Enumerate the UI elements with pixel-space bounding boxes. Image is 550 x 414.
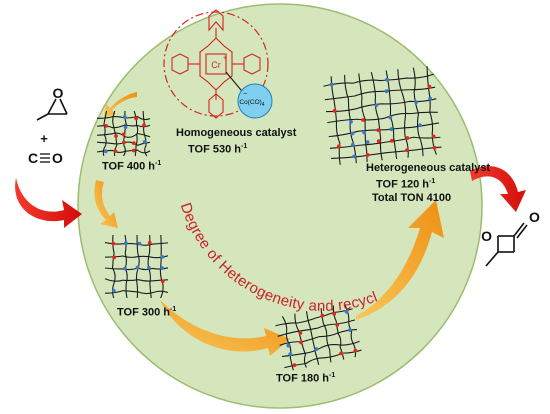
tof-400-label: TOF 400 h-1	[102, 160, 162, 173]
cobalt-carbonyl-charge: −	[243, 91, 247, 98]
epoxide-oxygen: O	[53, 85, 64, 101]
tof-180-label: TOF 180 h-1	[276, 372, 336, 385]
arrow-homogeneous-to-400	[104, 92, 137, 118]
inlet-arrow	[15, 178, 82, 228]
lactone-ketone-oxygen: O	[529, 209, 540, 225]
cr-charge: +	[223, 55, 227, 62]
total-ton: Total TON 4100	[372, 192, 452, 204]
co-oxygen: O	[52, 150, 63, 166]
outlet-arrow	[470, 166, 526, 212]
heterogeneous-title: Heterogeneous catalyst	[366, 162, 491, 174]
heterogeneous-tof: TOF 120 h-1	[376, 178, 436, 191]
arrow-300-to-180	[160, 300, 290, 356]
cr-metal: Cr	[211, 60, 221, 70]
homogeneous-title: Homogeneous catalyst	[176, 127, 297, 139]
co-carbon: C	[28, 150, 38, 166]
propylene-oxide-structure	[36, 98, 68, 121]
network-heterogeneous	[323, 66, 442, 165]
plus-sign: +	[40, 131, 48, 146]
cobalt-carbonyl-formula: Co(CO)4	[239, 99, 264, 108]
cr-porphyrin-complex	[163, 9, 269, 119]
arrow-400-to-300	[94, 180, 118, 228]
network-tof-300	[104, 234, 169, 299]
arrow-180-to-heterogeneous	[356, 200, 444, 320]
network-tof-180	[275, 302, 362, 371]
homogeneous-tof: TOF 530 h-1	[188, 143, 248, 156]
network-tof-400	[96, 110, 151, 157]
lactone-ring-oxygen: O	[481, 228, 492, 244]
tof-300-label: TOF 300 h-1	[117, 306, 177, 319]
co-triple-bond	[40, 153, 50, 163]
beta-butyrolactone-structure	[485, 222, 528, 267]
cobalt-carbonyl-counterion	[237, 83, 273, 119]
